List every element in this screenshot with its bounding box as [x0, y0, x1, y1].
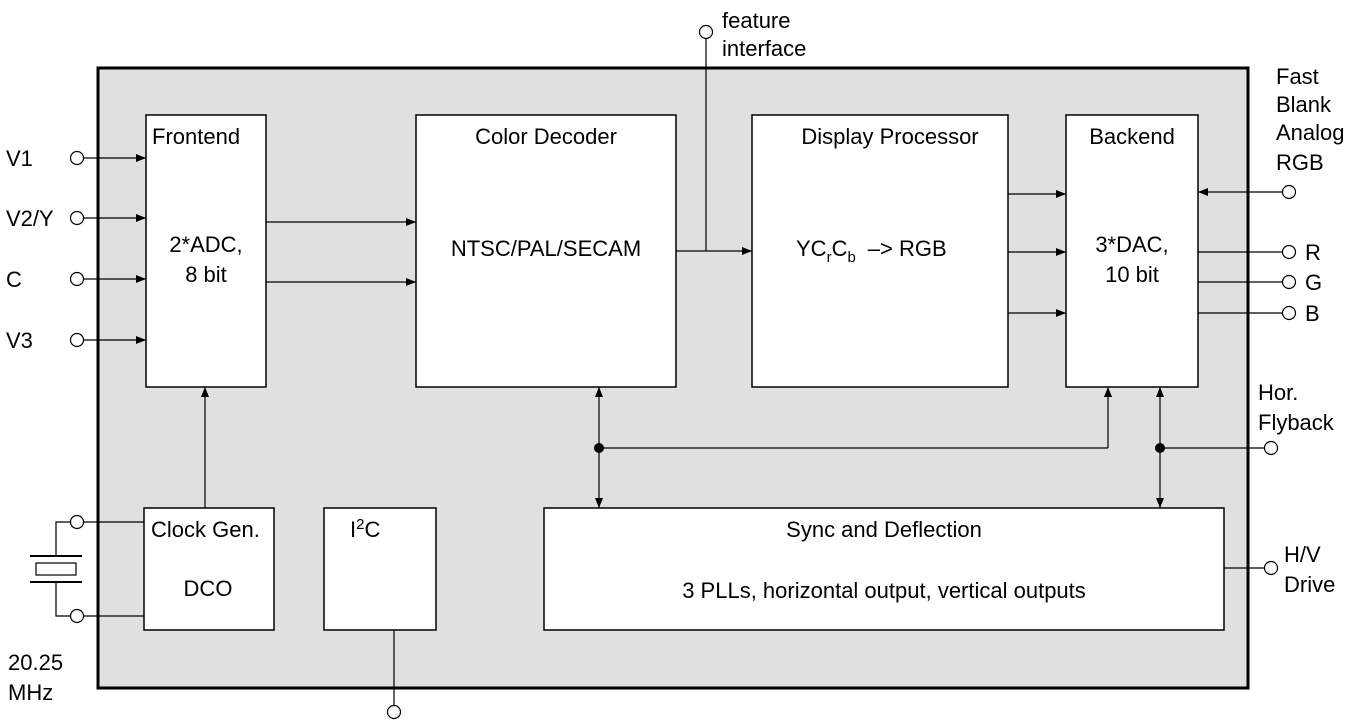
label-crystal-unit: MHz — [8, 680, 53, 705]
pin-i2c-bus[interactable] — [386, 704, 402, 720]
label-fast: Fast — [1276, 64, 1319, 89]
label-hor: Hor. — [1258, 380, 1298, 405]
junction-decoder — [594, 443, 604, 453]
label-feature: feature — [722, 8, 791, 33]
label-hv: H/V — [1284, 542, 1321, 567]
display-processor-block[interactable]: Display Processor YCrCb–> RGB — [751, 114, 1009, 388]
label-interface: interface — [722, 36, 806, 61]
backend-title: Backend — [1089, 124, 1175, 149]
crystal-body — [35, 562, 77, 576]
frontend-title: Frontend — [152, 124, 240, 149]
pin-crystal-bottom[interactable] — [69, 608, 85, 624]
pin-g[interactable] — [1281, 274, 1297, 290]
pin-hor-flyback[interactable] — [1263, 440, 1279, 456]
junction-flyback — [1155, 443, 1165, 453]
backend-bits-label: 10 bit — [1105, 262, 1159, 287]
sync-deflection-block[interactable]: Sync and Deflection 3 PLLs, horizontal o… — [543, 507, 1225, 631]
pin-hv-drive[interactable] — [1263, 560, 1279, 576]
label-v2y: V2/Y — [6, 206, 54, 231]
label-b: B — [1305, 301, 1320, 326]
display-processor-conversion: YCrCb–> RGB — [796, 236, 947, 266]
pin-crystal-top[interactable] — [69, 514, 85, 530]
backend-dac-label: 3*DAC, — [1095, 232, 1168, 257]
display-processor-title: Display Processor — [801, 124, 978, 149]
pin-v1[interactable] — [69, 150, 85, 166]
label-g: G — [1305, 270, 1322, 295]
sync-deflection-description: 3 PLLs, horizontal output, vertical outp… — [682, 578, 1086, 603]
pin-v3[interactable] — [69, 332, 85, 348]
frontend-adc-label: 2*ADC, — [169, 232, 242, 257]
frontend-bits-label: 8 bit — [185, 262, 227, 287]
crystal-lead-bottom — [55, 582, 70, 617]
clock-gen-dco: DCO — [184, 576, 233, 601]
crystal-lead-top — [55, 521, 70, 556]
pin-r[interactable] — [1281, 244, 1297, 260]
label-drive: Drive — [1284, 572, 1335, 597]
pin-feature-interface[interactable] — [698, 24, 714, 40]
label-crystal-freq: 20.25 — [8, 650, 63, 675]
pin-b[interactable] — [1281, 305, 1297, 321]
clock-gen-block[interactable]: Clock Gen. DCO — [143, 507, 275, 631]
pin-fast-blank[interactable] — [1281, 184, 1297, 200]
sync-deflection-title: Sync and Deflection — [786, 517, 982, 542]
i2c-title: I2C — [350, 516, 380, 542]
frontend-block[interactable]: Frontend 2*ADC, 8 bit — [145, 114, 267, 388]
label-flyback: Flyback — [1258, 410, 1335, 435]
clock-gen-title: Clock Gen. — [151, 517, 260, 542]
label-v1: V1 — [6, 146, 33, 171]
label-analog: Analog — [1276, 120, 1345, 145]
color-decoder-block[interactable]: Color Decoder NTSC/PAL/SECAM — [415, 114, 677, 388]
pin-c[interactable] — [69, 271, 85, 287]
backend-block[interactable]: Backend 3*DAC, 10 bit — [1065, 114, 1199, 388]
label-c: C — [6, 267, 22, 292]
pin-v2y[interactable] — [69, 210, 85, 226]
color-decoder-title: Color Decoder — [475, 124, 617, 149]
label-blank: Blank — [1276, 92, 1332, 117]
label-rgb: RGB — [1276, 150, 1324, 175]
color-decoder-standards: NTSC/PAL/SECAM — [451, 236, 641, 261]
label-r: R — [1305, 240, 1321, 265]
i2c-block[interactable]: I2C — [323, 507, 437, 631]
label-v3: V3 — [6, 328, 33, 353]
